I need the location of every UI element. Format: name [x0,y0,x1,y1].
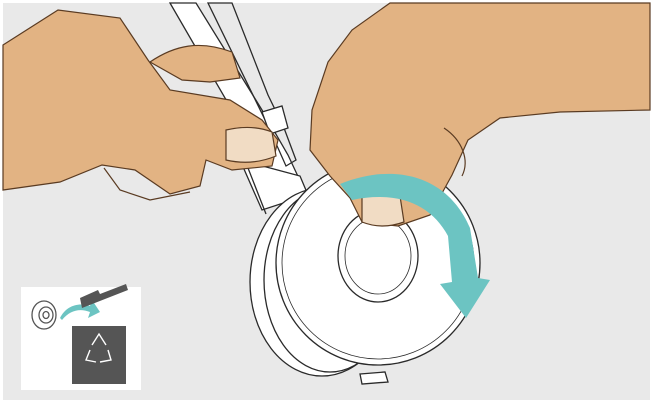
disposal-inset [21,284,141,390]
ear-pad-icon [32,301,56,329]
